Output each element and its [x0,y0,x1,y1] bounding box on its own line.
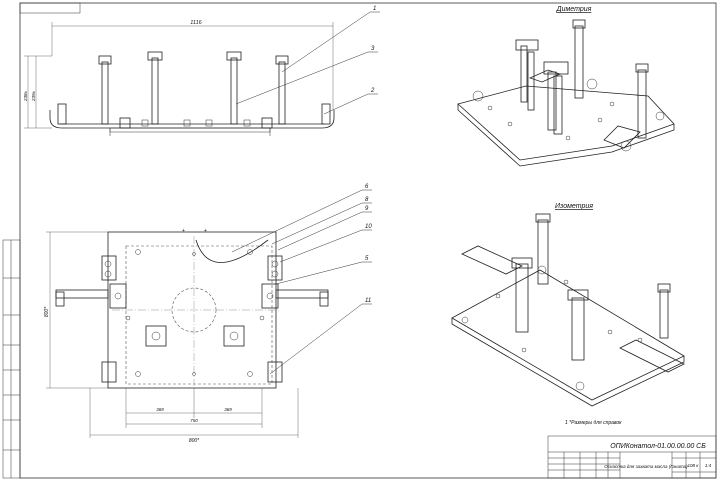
leaders-plan: 6 8 9 10 5 11 [231,184,372,375]
dim-plan-half-left: 369 [156,407,164,412]
side-stamp [2,239,21,479]
isometric-view [451,213,685,407]
leader-8: 8 [365,197,369,203]
leaders-front: 1 3 2 [235,6,380,115]
leader-2: 2 [370,88,375,94]
leader-6: 6 [365,184,369,190]
leader-5: 5 [365,256,369,262]
dimetric-view [457,19,675,167]
svg-text:+: + [204,228,207,234]
svg-text:+: + [182,228,185,234]
title-block [547,435,717,479]
doc-number: ОПИКонатол-01.00.00.00 СБ [610,443,706,450]
scale: 1:4 [705,463,712,468]
leader-3: 3 [371,46,375,52]
drawing-name: Оснастка для захвата масла (Ганата) [604,464,688,469]
sheet-frame [19,2,717,479]
mass: 108 к [688,463,700,468]
dim-top-width: 1116 [190,20,202,26]
front-view: 1116 238± 239± [23,20,335,136]
isometric-title: Изометрия [555,203,593,210]
leader-11: 11 [365,298,371,304]
dim-plan-half-right: 369 [224,407,232,412]
dim-height-a: 238± [23,90,28,102]
dim-plan-width: 800* [189,438,200,444]
plan-view: 369 369 750 800* 800* + + [44,228,329,444]
corner-box [19,2,81,14]
dim-plan-height: 800* [44,306,50,317]
dimetric-title: Диметрия [556,6,592,13]
leader-9: 9 [365,206,369,212]
leader-10: 10 [365,224,372,230]
note: 1 *Размеры для справок [565,420,622,426]
dim-height-b: 239± [31,90,36,102]
dim-plan-inner: 750 [190,418,198,423]
leader-1: 1 [373,6,376,12]
